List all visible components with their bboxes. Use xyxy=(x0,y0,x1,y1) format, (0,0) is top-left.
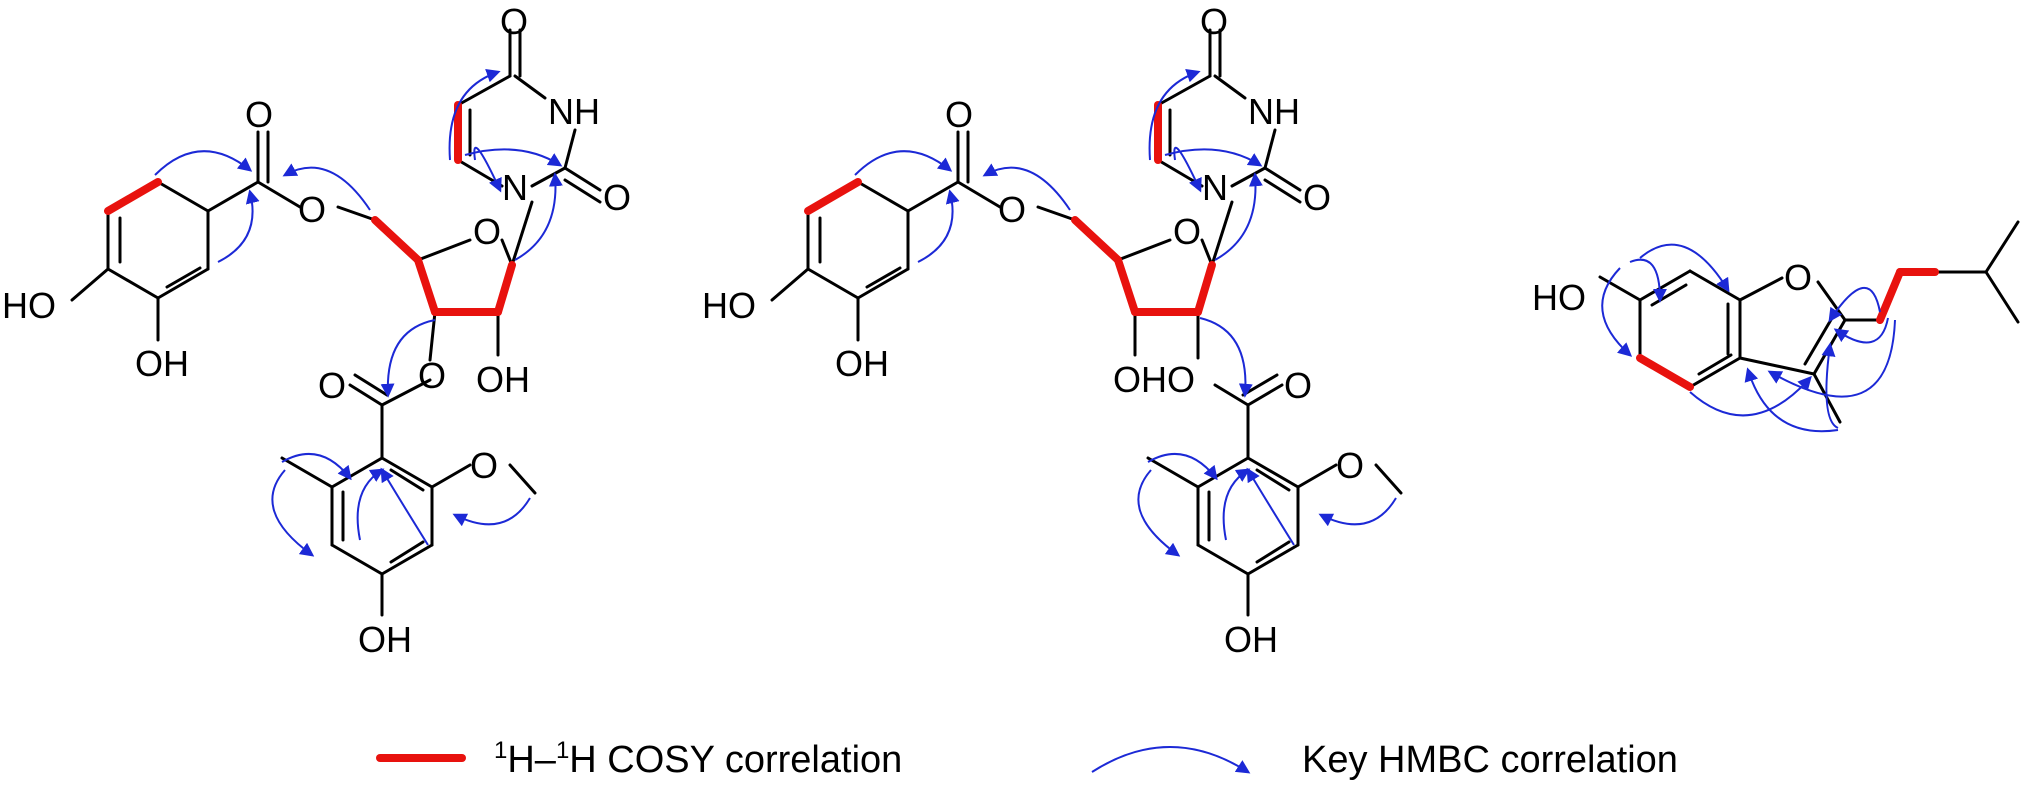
structure-1-cosy-ribose xyxy=(371,216,516,316)
s2-nh: NH xyxy=(1248,91,1300,132)
structure-2: O O HO OH O N O NH O OHO O O OH xyxy=(702,1,1403,660)
structure-1-hmbc-arrows xyxy=(154,68,563,557)
structure-1: O O HO OH O N O NH O O OH O O OH xyxy=(2,1,631,660)
structure-2-uracil-bonds xyxy=(1156,28,1302,204)
s2-methoxy-o: O xyxy=(1336,445,1364,486)
structure-2-catechol-bonds xyxy=(770,130,1077,342)
structure-1-catechol-bonds xyxy=(70,130,377,342)
structure-3-bonds xyxy=(1598,220,2020,424)
s1-catechol-ho: HO xyxy=(2,285,56,326)
s1-uracil-o-right: O xyxy=(603,177,631,218)
legend-cosy-label: 1H–1H COSY correlation xyxy=(494,737,902,781)
s2-benzoate-oh: OH xyxy=(1224,619,1278,660)
structure-2-ribose-bonds xyxy=(1116,200,1234,360)
s2-benzoate-o: O xyxy=(1284,365,1312,406)
s1-nh: NH xyxy=(548,91,600,132)
legend-hmbc-swatch xyxy=(1091,746,1251,774)
legend-hmbc-label: Key HMBC correlation xyxy=(1302,739,1678,781)
s1-catechol-oh: OH xyxy=(135,343,189,384)
structure-2-hmbc-arrows xyxy=(854,68,1397,557)
s1-ribose-oh: OH xyxy=(476,359,530,400)
structure-3: HO O xyxy=(1532,220,2020,433)
s2-carbonyl-o: O xyxy=(945,94,973,135)
structure-2-cosy-catechol xyxy=(804,178,862,215)
s3-ho: HO xyxy=(1532,277,1586,318)
structure-1-uracil-bonds xyxy=(456,28,602,204)
structure-3-hmbc-arrows xyxy=(1601,243,1896,433)
structure-2-benzoate-bonds xyxy=(1146,373,1403,617)
s2-uracil-o-top: O xyxy=(1200,1,1228,42)
s2-uracil-o-right: O xyxy=(1303,177,1331,218)
s2-catechol-ho: HO xyxy=(702,285,756,326)
s1-methoxy-o: O xyxy=(470,445,498,486)
structure-1-benzoate-bonds xyxy=(280,373,537,617)
s1-ribose-o: O xyxy=(418,355,446,396)
s2-catechol-oh: OH xyxy=(835,343,889,384)
s1-benzoate-oh: OH xyxy=(358,619,412,660)
structure-3-cosy xyxy=(1636,268,1939,391)
s2-n: N xyxy=(1202,167,1228,208)
s2-ring-o: O xyxy=(1173,211,1201,252)
s1-benzoate-o: O xyxy=(318,365,346,406)
s3-furan-o: O xyxy=(1784,257,1812,298)
s1-carbonyl-o: O xyxy=(245,94,273,135)
s2-ester-o: O xyxy=(998,189,1026,230)
s1-uracil-o-top: O xyxy=(500,1,528,42)
legend: 1H–1H COSY correlation Key HMBC correlat… xyxy=(376,737,1678,781)
s1-n: N xyxy=(502,167,528,208)
s1-ester-o: O xyxy=(298,189,326,230)
structure-2-cosy-ribose xyxy=(1071,216,1216,316)
structure-1-cosy-catechol xyxy=(104,178,162,215)
s1-ring-o: O xyxy=(473,211,501,252)
s2-ribose-ohho: OHO xyxy=(1113,359,1195,400)
